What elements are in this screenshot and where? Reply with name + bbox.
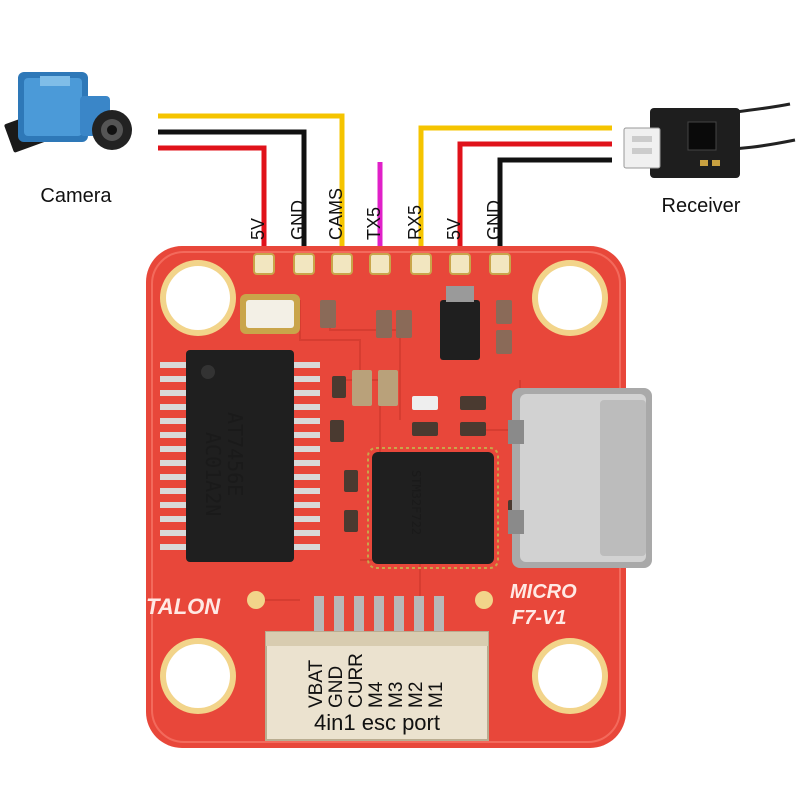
top-solder-pads <box>253 253 511 275</box>
pin-label-5v-rx: 5V <box>444 218 464 240</box>
pin-label-curr: CURR <box>346 653 367 708</box>
esc-port-label: 4in1 esc port <box>314 710 440 735</box>
camera-label: Camera <box>40 185 112 207</box>
receiver-wires <box>418 125 612 258</box>
receiver-icon <box>623 102 796 178</box>
osd-chip-marking-2: AC01A2N <box>201 432 225 516</box>
flight-controller-board: AT7456E AC01A2N STM32F722 <box>146 246 652 748</box>
esc-connector <box>265 596 489 741</box>
micro-usb-port <box>508 388 652 568</box>
receiver-wire-5v <box>457 141 612 258</box>
brand-talon: TALON <box>146 594 221 619</box>
pin-label-vbat: VBAT <box>306 659 327 708</box>
receiver-wire-rx5 <box>418 125 612 258</box>
pin-label-m1: M1 <box>426 682 447 708</box>
pin-label-m4: M4 <box>366 681 387 708</box>
mcu-chip: STM32F722 <box>367 447 499 569</box>
mounting-holes <box>160 260 608 714</box>
camera-wire-gnd <box>158 129 307 258</box>
bottom-pin-labels: VBAT GND CURR M4 M3 M2 M1 <box>306 653 447 708</box>
osd-chip-marking-1: AT7456E <box>223 412 247 496</box>
mcu-chip-marking: STM32F722 <box>409 470 423 535</box>
pin-label-gnd-rx: GND <box>484 200 504 240</box>
top-pin-labels: 5V GND CAMS TX5 RX5 5V GND <box>248 188 504 240</box>
camera-wire-cams <box>158 113 345 258</box>
camera-wires <box>158 113 345 258</box>
pin-label-m2: M2 <box>406 682 427 708</box>
pin-label-cams: CAMS <box>326 188 346 240</box>
brand-model: F7-V1 <box>512 607 566 629</box>
pin-label-gnd: GND <box>288 200 308 240</box>
voltage-regulator <box>440 300 480 360</box>
pin-label-5v: 5V <box>248 218 268 240</box>
pin-label-m3: M3 <box>386 682 407 708</box>
brand-micro: MICRO <box>510 581 577 603</box>
camera-icon <box>4 72 132 153</box>
receiver-wire-gnd <box>497 157 612 258</box>
receiver-label: Receiver <box>662 195 741 217</box>
camera-wire-5v <box>158 145 267 258</box>
pin-label-gnd-esc: GND <box>326 666 347 708</box>
osd-chip: AT7456E AC01A2N <box>160 350 320 562</box>
pin-label-tx5: TX5 <box>364 207 384 240</box>
pin-label-rx5: RX5 <box>405 205 425 240</box>
